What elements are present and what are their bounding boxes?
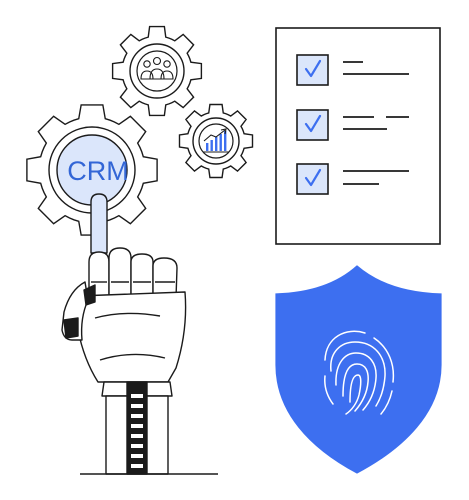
bar-chart-trend-icon — [203, 128, 229, 153]
main-gear-icon: CRM — [26, 104, 158, 236]
checklist-item — [296, 109, 409, 141]
security-shield-icon — [275, 265, 442, 474]
checkbox-checked-icon — [296, 109, 329, 141]
checkbox-checked-icon — [296, 54, 329, 86]
team-gear-icon — [111, 25, 203, 117]
checklist-item — [296, 163, 409, 195]
people-group-icon — [140, 56, 174, 80]
fingerprint-icon — [324, 330, 395, 415]
checkbox-checked-icon — [296, 163, 329, 195]
robot-hand-icon — [61, 193, 218, 475]
crm-label: CRM — [67, 156, 129, 186]
analytics-gear-icon — [178, 103, 254, 179]
checklist-item — [296, 54, 409, 86]
checklist-document — [275, 27, 441, 245]
